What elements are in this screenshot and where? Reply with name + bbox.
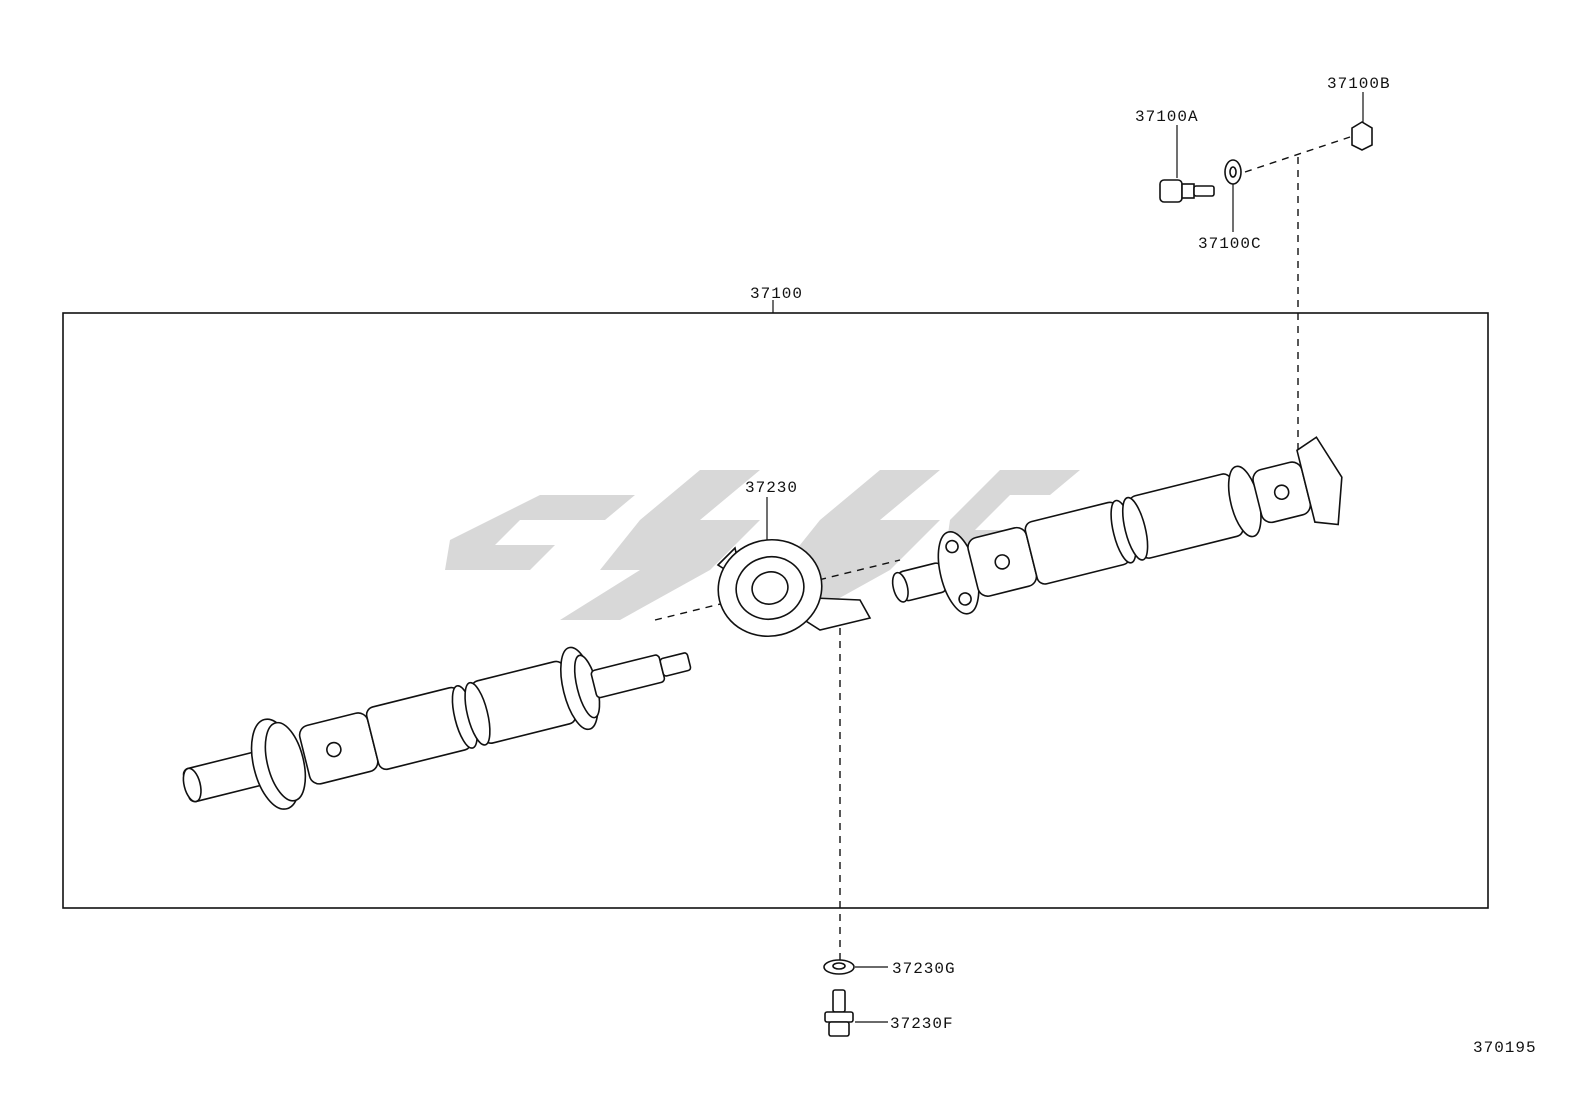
assembly-frame [62,312,1489,909]
label-37100a: 37100A [1135,108,1199,126]
label-37100c: 37100C [1198,235,1262,253]
label-37100: 37100 [750,285,803,303]
label-37230f: 37230F [890,1015,954,1033]
bolt-37230f [824,989,854,1037]
label-37230: 37230 [745,479,798,497]
label-37100b: 37100B [1327,75,1391,93]
assembly-guides [654,136,1351,960]
nut-37100b [1351,121,1373,151]
center-bearing [716,538,872,638]
watermark-logo [445,470,1080,620]
leader-lines [766,92,1364,1023]
bolt-37100a [1159,179,1215,203]
washer-37230g [823,959,855,975]
diagram-code: 370195 [1473,1039,1537,1057]
washer-37100c [1224,159,1242,185]
front-propeller-shaft [182,646,692,810]
rear-propeller-shaft [891,436,1343,615]
label-37230g: 37230G [892,960,956,978]
